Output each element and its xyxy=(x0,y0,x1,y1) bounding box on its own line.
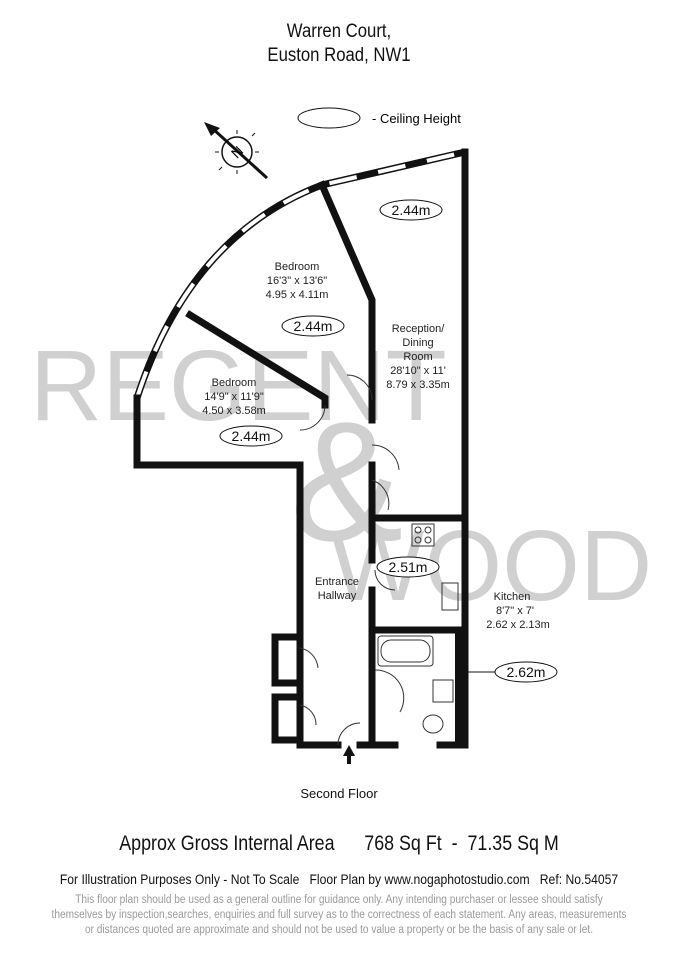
ceiling-height: 2.51m xyxy=(389,559,428,575)
svg-text:Hallway: Hallway xyxy=(318,590,357,602)
svg-text:Bedroom: Bedroom xyxy=(275,261,320,273)
svg-text:Room: Room xyxy=(403,351,432,363)
ceiling-legend-label: - Ceiling Height xyxy=(372,111,461,126)
svg-text:Bedroom: Bedroom xyxy=(212,377,257,389)
svg-text:28'10" x 11': 28'10" x 11' xyxy=(390,365,446,377)
illustration-note: For Illustration Purposes Only - Not To … xyxy=(59,872,619,887)
svg-text:2.62 x 2.13m: 2.62 x 2.13m xyxy=(486,619,550,631)
svg-text:Entrance: Entrance xyxy=(315,576,359,588)
svg-text:Dining: Dining xyxy=(402,337,433,349)
svg-text:4.95 x 4.11m: 4.95 x 4.11m xyxy=(266,289,329,301)
svg-text:Reception/: Reception/ xyxy=(392,323,446,335)
room-kitchen: Kitchen 8'7" x 7' 2.62 x 2.13m 2.51m xyxy=(376,556,550,631)
north-compass-icon: N xyxy=(204,122,269,180)
title-line-2: Euston Road, NW1 xyxy=(267,45,411,66)
room-hallway: Entrance Hallway xyxy=(315,576,359,602)
ceiling-height: 2.44m xyxy=(232,428,271,444)
svg-text:4.50 x 3.58m: 4.50 x 3.58m xyxy=(202,405,266,417)
disclaimer: This floor plan should be used as a gene… xyxy=(51,894,627,936)
svg-text:16'3" x 13'6": 16'3" x 13'6" xyxy=(267,275,327,287)
ceiling-height: 2.44m xyxy=(294,318,333,334)
floor-label: Second Floor xyxy=(300,786,378,801)
room-reception: Reception/ Dining Room 28'10" x 11' 8.79… xyxy=(379,199,450,391)
title-line-1: Warren Court, xyxy=(286,21,392,42)
floor-plan: REGENT & WOOD - Ceiling Height N xyxy=(30,107,652,764)
room-bedroom-1: Bedroom 16'3" x 13'6" 4.95 x 4.11m 2.44m xyxy=(266,261,345,337)
gross-area: Approx Gross Internal Area 768 Sq Ft - 7… xyxy=(119,832,559,855)
svg-text:Kitchen: Kitchen xyxy=(494,591,531,603)
ceiling-height: 2.62m xyxy=(507,664,546,680)
svg-text:14'9" x 11'9": 14'9" x 11'9" xyxy=(204,391,264,403)
ceiling-legend-ellipse xyxy=(297,107,361,129)
room-bedroom-2: Bedroom 14'9" x 11'9" 4.50 x 3.58m 2.44m xyxy=(202,377,283,447)
room-bathroom: 2.62m xyxy=(467,661,558,683)
entrance-arrow-icon xyxy=(343,745,355,756)
ceiling-height: 2.44m xyxy=(392,202,431,218)
page-title: Warren Court, Euston Road, NW1 xyxy=(41,20,638,68)
svg-text:8'7" x 7': 8'7" x 7' xyxy=(496,605,534,617)
svg-text:8.79 x 3.35m: 8.79 x 3.35m xyxy=(386,379,450,391)
fixtures xyxy=(377,523,459,734)
watermark-amp: & xyxy=(290,387,403,577)
doors xyxy=(299,374,405,746)
walls xyxy=(133,148,469,749)
